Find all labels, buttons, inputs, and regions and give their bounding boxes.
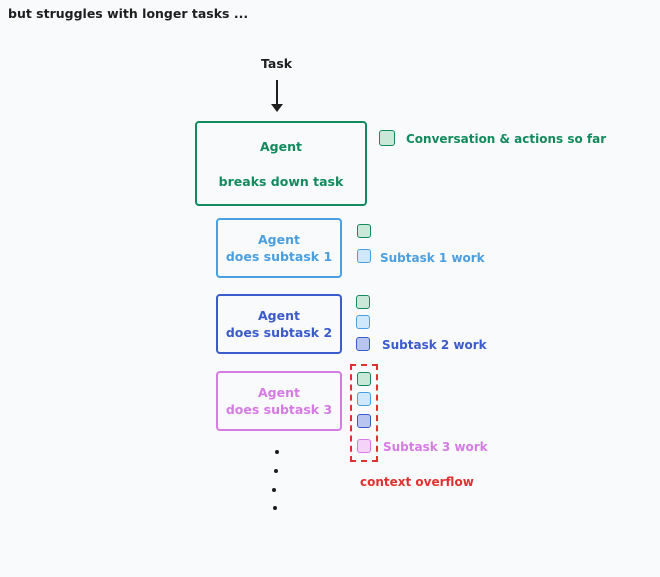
context-square-conversation [379, 130, 395, 146]
agent-box-subtitle: does subtask 2 [225, 325, 333, 340]
context-square-conversation [357, 372, 371, 386]
agent-box-subtitle: does subtask 3 [225, 402, 333, 417]
ellipsis-dot [274, 469, 278, 473]
context-square-subtask-2 [356, 337, 370, 351]
agent-box-title: Agent [260, 138, 302, 154]
agent-box-title: Agent [258, 232, 300, 247]
label-context-overflow: context overflow [360, 475, 474, 489]
task-arrow-head [271, 104, 283, 112]
label-subtask-2-work: Subtask 2 work [382, 338, 487, 352]
context-square-conversation [357, 224, 371, 238]
context-square-subtask-1 [357, 392, 371, 406]
agent-box-subtitle: breaks down task [218, 173, 344, 189]
ellipsis-dot [272, 488, 276, 492]
agent-box-subtask-1: Agent does subtask 1 [216, 218, 342, 278]
context-square-conversation [356, 295, 370, 309]
agent-box-subtitle: does subtask 1 [225, 249, 333, 264]
context-square-subtask-1 [356, 315, 370, 329]
context-overflow-box [350, 364, 378, 462]
agent-box-title: Agent [258, 385, 300, 400]
agent-box-breakdown: Agent breaks down task [195, 121, 367, 206]
context-square-subtask-1 [357, 249, 371, 263]
label-subtask-3-work: Subtask 3 work [383, 440, 488, 454]
agent-box-subtask-2: Agent does subtask 2 [216, 294, 342, 354]
ellipsis-dot [275, 450, 279, 454]
diagram-heading: but struggles with longer tasks ... [8, 6, 249, 21]
agent-box-title: Agent [258, 308, 300, 323]
context-square-subtask-3 [357, 439, 371, 453]
ellipsis-dot [273, 506, 277, 510]
label-conversation: Conversation & actions so far [406, 132, 607, 146]
agent-box-subtask-3: Agent does subtask 3 [216, 371, 342, 431]
label-subtask-1-work: Subtask 1 work [380, 251, 485, 265]
context-square-subtask-2 [357, 414, 371, 428]
task-arrow [276, 80, 278, 108]
task-label: Task [261, 56, 293, 71]
